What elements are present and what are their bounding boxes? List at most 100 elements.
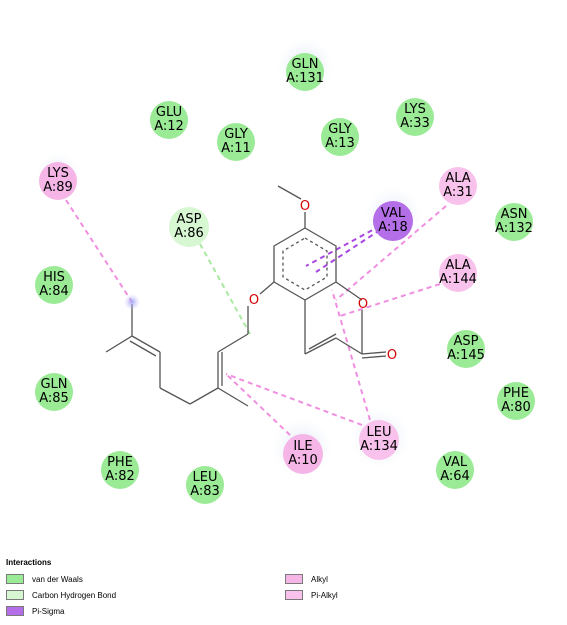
residue-disc — [39, 162, 77, 200]
residue-id: A:33 — [400, 116, 430, 131]
bond — [129, 340, 157, 357]
residue-ala144: ALA A:144 — [439, 254, 477, 292]
residue-disc — [497, 382, 535, 420]
residue-phe80: PHE A:80 — [497, 382, 535, 420]
legend-swatch-pialkyl — [285, 590, 303, 600]
residue-disc — [439, 254, 477, 292]
legend-label: Pi-Alkyl — [311, 590, 338, 600]
residue-disc — [217, 123, 255, 161]
residue-id: A:86 — [174, 226, 204, 241]
legend-swatch-chb — [6, 590, 24, 600]
bond — [304, 337, 337, 355]
oxygen-lactone-ring: O — [358, 297, 368, 312]
residue-lys33: LYS A:33 — [396, 98, 434, 136]
asp86-chb-line — [199, 243, 251, 335]
residue-name: GLY — [328, 122, 352, 137]
residue-id: A:80 — [501, 400, 531, 415]
residue-id: A:18 — [378, 220, 408, 235]
ligand — [105, 185, 387, 407]
residue-id: A:84 — [39, 284, 69, 299]
residue-disc — [396, 98, 434, 136]
residue-name: VAL — [381, 206, 406, 221]
aromatic-ring-inner — [282, 237, 328, 291]
residue-name: LEU — [367, 425, 392, 440]
residue-name: ILE — [293, 439, 312, 454]
lys89-alkyl-line — [65, 199, 133, 303]
residue-id: A:10 — [288, 453, 318, 468]
solvent-halos — [36, 38, 421, 478]
residue-name: ASP — [454, 334, 479, 349]
residue-val18: VAL A:18 — [373, 201, 413, 241]
residue-name: ALA — [445, 171, 470, 186]
legend-item-vdw: van der Waals — [6, 574, 83, 584]
residue-name: GLY — [224, 127, 248, 142]
legend: Interactions van der Waals Carbon Hydrog… — [6, 556, 561, 622]
residue-id: A:12 — [154, 119, 184, 134]
residue-name: GLN — [291, 57, 318, 72]
legend-label: van der Waals — [32, 574, 83, 584]
val18-pisigma-line-2 — [315, 229, 381, 273]
bond — [335, 337, 363, 355]
residue-name: ALA — [445, 258, 470, 273]
leu134-pialkyl-line-2 — [225, 373, 363, 426]
residue-lys89: LYS A:89 — [39, 162, 77, 200]
oxygen-ether: O — [249, 293, 259, 308]
legend-label: Alkyl — [311, 574, 328, 584]
residue-name: ASP — [177, 212, 202, 227]
legend-title: Interactions — [6, 558, 52, 567]
bond — [308, 333, 337, 350]
residue-disc — [186, 466, 224, 504]
legend-item-chb: Carbon Hydrogen Bond — [6, 590, 116, 600]
residue-disc — [436, 451, 474, 489]
residue-id: A:82 — [105, 469, 135, 484]
bond — [159, 387, 191, 405]
residue-id: A:89 — [43, 180, 73, 195]
legend-swatch-pisigma — [6, 606, 24, 616]
residue-disc — [359, 420, 399, 460]
residue-id: A:85 — [39, 391, 69, 406]
residue-disc — [101, 451, 139, 489]
residue-disc — [35, 373, 73, 411]
interaction-lines — [65, 199, 447, 436]
residue-id: A:83 — [190, 484, 220, 499]
leu134-pialkyl-line-1 — [331, 289, 371, 421]
residue-disc — [439, 167, 477, 205]
legend-swatch-vdw — [6, 574, 24, 584]
residue-asn132: ASN A:132 — [495, 203, 533, 241]
ile10-alkyl-line — [225, 373, 291, 436]
bond — [259, 281, 275, 295]
residue-his84: HIS A:84 — [35, 266, 73, 304]
residue-asp145: ASP A:145 — [447, 330, 485, 368]
carbonyl-bond — [361, 351, 387, 355]
residue-id: A:13 — [325, 136, 355, 151]
residue-id: A:145 — [447, 348, 485, 363]
residue-name: LEU — [193, 470, 218, 485]
residue-name: HIS — [43, 270, 65, 285]
methyl-glow — [124, 294, 140, 310]
residue-name: GLN — [40, 377, 67, 392]
bond — [217, 333, 249, 353]
residue-id: A:31 — [443, 185, 473, 200]
residue-name: GLU — [156, 105, 182, 120]
residue-gly11: GLY A:11 — [217, 123, 255, 161]
residue-val64: VAL A:64 — [436, 451, 474, 489]
residue-leu134: LEU A:134 — [359, 420, 399, 460]
residue-gly13: GLY A:13 — [321, 118, 359, 156]
residue-name: VAL — [443, 455, 468, 470]
residue-disc — [495, 203, 533, 241]
residue-id: A:134 — [360, 439, 398, 454]
residue-asp86: ASP A:86 — [169, 207, 209, 247]
residue-disc — [286, 53, 324, 91]
residue-id: A:131 — [286, 71, 324, 86]
carbonyl-bond-2 — [361, 355, 387, 359]
bond — [105, 335, 133, 353]
bond — [189, 387, 219, 405]
residue-name: PHE — [107, 455, 133, 470]
residue-id: A:132 — [495, 221, 533, 236]
legend-item-alkyl: Alkyl — [285, 574, 328, 584]
residue-name: LYS — [404, 102, 426, 117]
residue-ala31: ALA A:31 — [439, 167, 477, 205]
residue-name: ASN — [501, 207, 528, 222]
residue-disc — [373, 201, 413, 241]
